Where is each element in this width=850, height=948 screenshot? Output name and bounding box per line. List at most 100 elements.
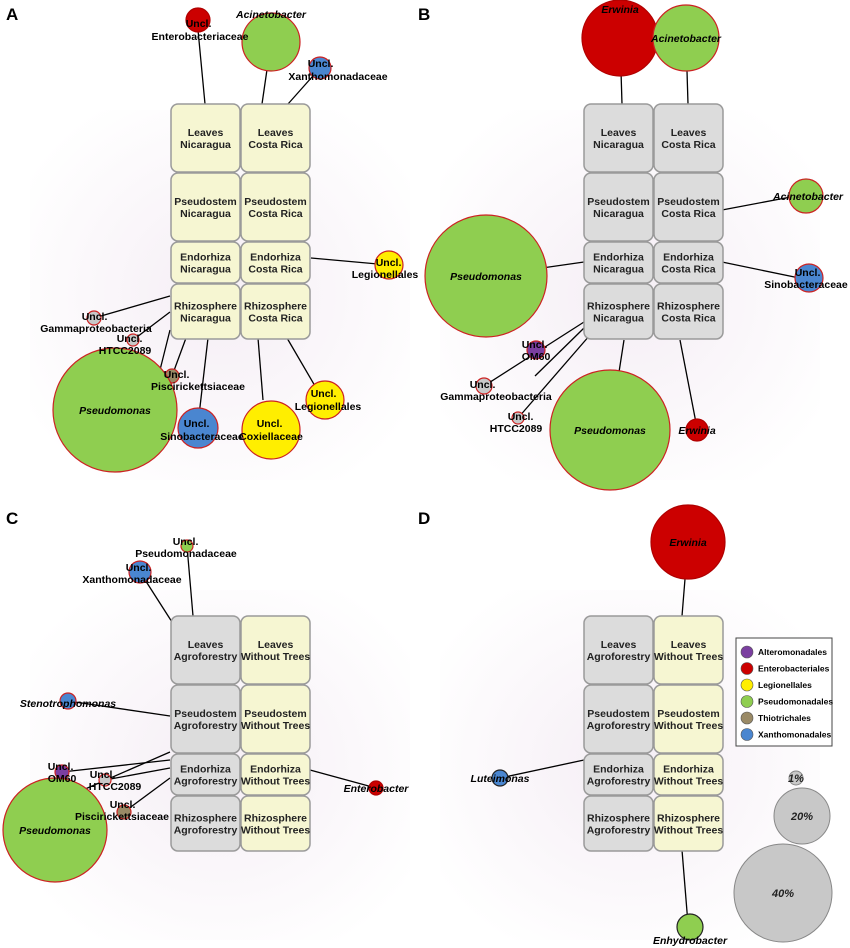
label-b-htcc2089: Uncl. HTCC2089 xyxy=(490,411,543,435)
label-a-sinobacteraceae: Uncl. Sinobacteraceae xyxy=(160,418,244,443)
legend: AlteromonadalesEnterobacterialesLegionel… xyxy=(735,637,833,747)
bubble-b-acinetobacter-1 xyxy=(652,4,720,72)
sample-cell xyxy=(653,103,724,173)
sample-cell xyxy=(583,103,654,173)
sample-cell xyxy=(653,753,724,796)
bubble-b-acinetobacter-2 xyxy=(788,178,824,214)
label-a-gammaproteobacteria: Uncl. Gammaproteobacteria xyxy=(40,311,152,335)
panel-letter-c: C xyxy=(6,509,18,528)
legend-label: Legionellales xyxy=(758,680,812,690)
bubble-d-enhydrobacter xyxy=(676,913,704,941)
bubble-a-uncl-htcc2089 xyxy=(126,333,140,347)
scale-circle-40 xyxy=(733,843,833,943)
label-a-enterobacteriaceae: Uncl. Enterobacteriaceae xyxy=(152,18,249,43)
bubble-b-erwinia-2 xyxy=(685,418,709,442)
legend-swatch xyxy=(740,678,754,692)
panel-d-bubbles xyxy=(491,504,726,941)
sample-cell xyxy=(170,283,241,340)
bubble-c-uncl-pseudomonadaceae xyxy=(180,539,194,553)
label-b-erwinia-2: Erwinia xyxy=(678,425,716,437)
sample-cell xyxy=(240,753,311,796)
panel-b-labels: Erwinia Acinetobacter Acinetobacter Uncl… xyxy=(440,4,848,437)
bubble-a-uncl-enterobacteriaceae xyxy=(185,7,211,33)
label-b-sinobacteraceae: Uncl. Sinobacteraceae xyxy=(764,267,848,291)
sample-cell xyxy=(240,103,311,173)
label-b-gammaproteobacteria: Uncl. Gammaproteobacteria xyxy=(440,379,552,403)
label-c-pseudomonas: Pseudomonas xyxy=(19,825,91,837)
sample-cell xyxy=(170,795,241,852)
label-c-stenotrophomonas: Stenotrophomonas xyxy=(20,698,116,710)
panel-letter-b: B xyxy=(418,5,430,24)
bubble-b-uncl-gammaproteobacteria xyxy=(475,377,493,395)
label-b-acinetobacter-2: Acinetobacter xyxy=(772,191,844,203)
bubble-b-pseudomonas-2 xyxy=(549,369,671,491)
bubble-a-uncl-xanthomonadaceae xyxy=(308,56,332,80)
label-c-om60: Uncl. OM60 xyxy=(48,761,77,785)
label-b-erwinia: Erwinia xyxy=(601,4,639,16)
sample-cell xyxy=(583,753,654,796)
sample-cell xyxy=(240,615,311,685)
sample-cell xyxy=(583,795,654,852)
bubble-c-pseudomonas xyxy=(2,777,108,883)
bubble-a-uncl-legionellales-1 xyxy=(374,250,404,280)
sample-cell xyxy=(653,615,724,685)
sample-cell xyxy=(170,241,241,284)
bubble-b-uncl-sinobacteraceae xyxy=(794,263,824,293)
label-b-pseudomonas-2: Pseudomonas xyxy=(574,425,646,437)
panel-b-bubbles xyxy=(424,0,824,491)
sample-cell xyxy=(653,241,724,284)
label-c-enterobacter: Enterobacter xyxy=(344,783,410,795)
label-a-xanthomonadaceae: Uncl. Xanthomonadaceae xyxy=(288,58,387,83)
sample-cell xyxy=(583,283,654,340)
legend-swatch xyxy=(740,728,754,741)
sample-cell xyxy=(583,615,654,685)
bubble-a-uncl-legionellales-2 xyxy=(305,380,345,420)
panel-c-bubbles xyxy=(2,539,384,883)
bubble-c-uncl-xanthomonadaceae xyxy=(128,560,152,584)
label-a-htcc2089: Uncl. HTCC2089 xyxy=(99,333,152,357)
size-scale: 1% 20% 40% xyxy=(733,770,833,943)
label-a-legionellales-1: Uncl. Legionellales xyxy=(352,257,419,281)
sample-cell xyxy=(170,615,241,685)
bubble-c-uncl-htcc2089 xyxy=(98,773,112,787)
bubble-d-luteimonas xyxy=(491,769,509,787)
label-d-erwinia: Erwinia xyxy=(669,537,707,549)
bubble-b-pseudomonas-1 xyxy=(424,214,548,338)
scale-circle-1 xyxy=(788,770,804,786)
label-d-luteimonas: Luteimonas xyxy=(471,773,530,785)
sample-cell xyxy=(240,172,311,242)
sample-cell xyxy=(240,241,311,284)
scale-circle-20 xyxy=(773,787,831,845)
bubble-c-enterobacter xyxy=(368,780,384,796)
label-c-xanthomonadaceae: Uncl. Xanthomonadaceae xyxy=(82,562,181,586)
label-a-legionellales-2: Uncl. Legionellales xyxy=(295,388,362,413)
label-b-pseudomonas-1: Pseudomonas xyxy=(450,271,522,283)
bubble-c-uncl-piscirickettsiaceae xyxy=(116,804,132,820)
sample-cell xyxy=(170,172,241,242)
